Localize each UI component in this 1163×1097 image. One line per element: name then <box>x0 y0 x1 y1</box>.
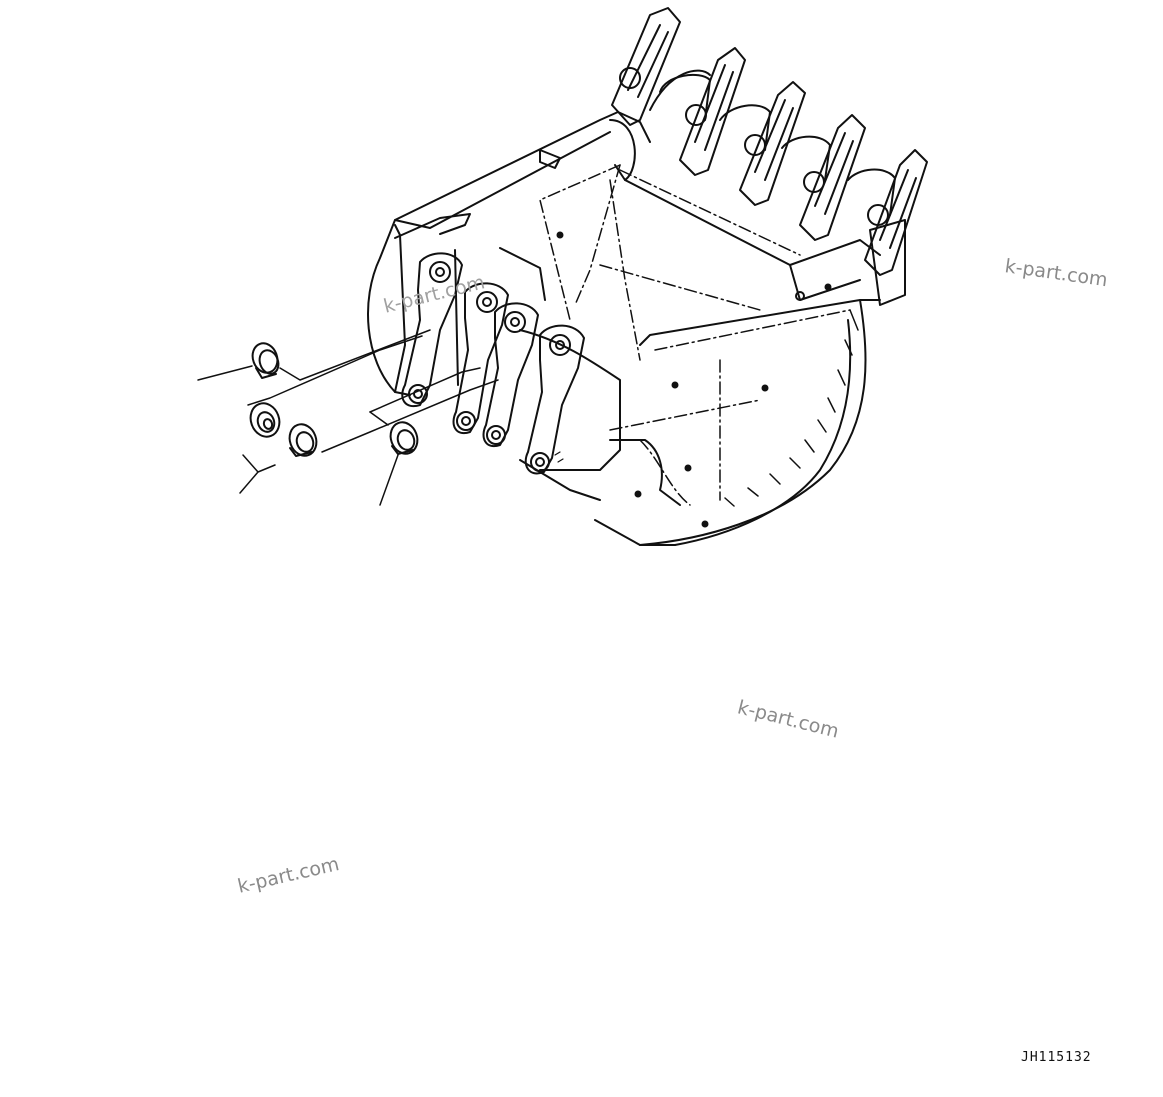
bushing-parts <box>249 342 419 457</box>
tooth-4 <box>781 114 866 241</box>
tooth-2 <box>659 47 746 176</box>
bracket-3 <box>482 302 539 448</box>
bushing-b <box>249 402 281 438</box>
link-brackets <box>401 252 585 475</box>
drawing-id-label: JH115132 <box>1021 1050 1092 1065</box>
bracket-2 <box>452 282 509 435</box>
tooth-5 <box>847 149 928 306</box>
leader-lines <box>197 329 499 506</box>
bracket-4 <box>524 324 585 475</box>
bucket-teeth <box>611 7 928 306</box>
tooth-1 <box>611 7 711 126</box>
bushing-c <box>288 423 318 457</box>
bushing-a <box>251 342 280 379</box>
tooth-3 <box>719 81 806 206</box>
bushing-d <box>389 421 419 455</box>
bracket-1 <box>401 252 463 408</box>
bucket-body <box>367 111 881 546</box>
